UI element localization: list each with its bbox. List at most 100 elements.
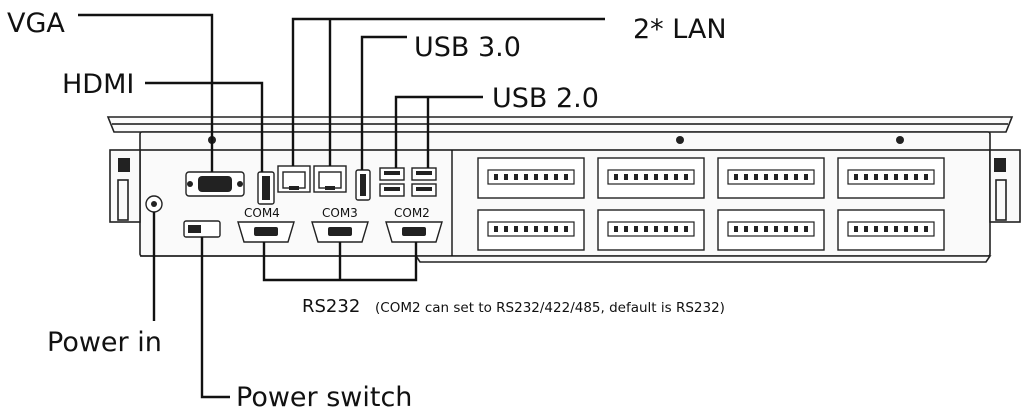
vent-slot bbox=[847, 169, 935, 185]
vent-slot bbox=[727, 221, 815, 237]
hdmi-label: HDMI bbox=[62, 69, 134, 100]
hdmi-port bbox=[257, 171, 275, 205]
lan-port-2 bbox=[313, 165, 347, 193]
vent-fin bbox=[734, 226, 738, 232]
vent-fin bbox=[914, 174, 918, 180]
vent-slot bbox=[487, 221, 575, 237]
vga-port bbox=[185, 171, 245, 197]
vent-fin bbox=[554, 226, 558, 232]
vent-fin bbox=[874, 226, 878, 232]
vent-slot bbox=[727, 169, 815, 185]
vent-fin bbox=[884, 174, 888, 180]
vent-fin bbox=[804, 174, 808, 180]
vent-fin bbox=[794, 226, 798, 232]
vent-fin bbox=[534, 226, 538, 232]
vent-fin bbox=[644, 174, 648, 180]
vent-fin bbox=[804, 226, 808, 232]
lan-label: 2* LAN bbox=[633, 14, 727, 45]
vent-fin bbox=[564, 174, 568, 180]
vent-slot bbox=[607, 221, 695, 237]
vent-fin bbox=[744, 174, 748, 180]
vent-fin bbox=[904, 174, 908, 180]
rs232-label: RS232 bbox=[302, 296, 360, 317]
vent-slot bbox=[847, 221, 935, 237]
vent-fin bbox=[644, 226, 648, 232]
vent-slot bbox=[487, 169, 575, 185]
vent-fin bbox=[774, 174, 778, 180]
vent-cell bbox=[717, 157, 825, 199]
vent-fin bbox=[744, 226, 748, 232]
lan-port-1 bbox=[277, 165, 311, 193]
vent-fin bbox=[924, 226, 928, 232]
usb2-ports bbox=[379, 167, 437, 197]
vent-fin bbox=[854, 174, 858, 180]
vent-fin bbox=[764, 174, 768, 180]
vent-fin bbox=[664, 226, 668, 232]
vent-fin bbox=[654, 174, 658, 180]
vent-cell bbox=[837, 209, 945, 251]
vent-fin bbox=[764, 226, 768, 232]
com2-label: COM2 bbox=[394, 206, 430, 220]
vent-fin bbox=[534, 174, 538, 180]
vent-fin bbox=[554, 174, 558, 180]
vent-fin bbox=[684, 226, 688, 232]
vent-fin bbox=[624, 174, 628, 180]
vent-fin bbox=[754, 226, 758, 232]
vent-fin bbox=[544, 174, 548, 180]
vent-fin bbox=[614, 226, 618, 232]
vent-fin bbox=[864, 226, 868, 232]
power-in-jack bbox=[145, 195, 163, 213]
com2-port bbox=[385, 221, 443, 243]
vent-fin bbox=[864, 174, 868, 180]
power-switch bbox=[183, 220, 221, 238]
vga-label: VGA bbox=[7, 8, 65, 39]
vent-fin bbox=[654, 226, 658, 232]
vent-fin bbox=[904, 226, 908, 232]
vent-fin bbox=[504, 174, 508, 180]
vent-cell bbox=[597, 157, 705, 199]
vent-cell bbox=[477, 157, 585, 199]
com3-label: COM3 bbox=[322, 206, 358, 220]
com4-label: COM4 bbox=[244, 206, 280, 220]
power-in-label: Power in bbox=[47, 327, 162, 358]
vent-fin bbox=[754, 174, 758, 180]
vent-fin bbox=[514, 226, 518, 232]
usb3-label: USB 3.0 bbox=[414, 32, 521, 63]
vent-fin bbox=[774, 226, 778, 232]
vent-fin bbox=[874, 174, 878, 180]
vent-fin bbox=[674, 226, 678, 232]
vent-fin bbox=[634, 226, 638, 232]
vent-fin bbox=[514, 174, 518, 180]
vent-cell bbox=[597, 209, 705, 251]
callout-lines bbox=[78, 13, 605, 399]
power-switch-label: Power switch bbox=[236, 382, 412, 413]
rs232-note: (COM2 can set to RS232/422/485, default … bbox=[375, 300, 725, 316]
com3-port bbox=[311, 221, 369, 243]
vent-fin bbox=[524, 226, 528, 232]
vent-fin bbox=[624, 226, 628, 232]
vent-fin bbox=[504, 226, 508, 232]
vent-fin bbox=[884, 226, 888, 232]
vent-slot bbox=[607, 169, 695, 185]
vent-fin bbox=[614, 174, 618, 180]
vent-fin bbox=[664, 174, 668, 180]
vent-fin bbox=[854, 226, 858, 232]
vent-cell bbox=[717, 209, 825, 251]
vent-fin bbox=[544, 226, 548, 232]
vent-cell bbox=[837, 157, 945, 199]
vent-fin bbox=[924, 174, 928, 180]
vent-fin bbox=[894, 174, 898, 180]
vent-grid bbox=[477, 157, 945, 251]
vent-fin bbox=[564, 226, 568, 232]
vent-fin bbox=[794, 174, 798, 180]
vent-fin bbox=[684, 174, 688, 180]
vent-fin bbox=[674, 174, 678, 180]
vent-fin bbox=[634, 174, 638, 180]
usb2-label: USB 2.0 bbox=[492, 83, 599, 114]
com4-port bbox=[237, 221, 295, 243]
usb3-port bbox=[355, 169, 371, 201]
vent-fin bbox=[894, 226, 898, 232]
vent-fin bbox=[784, 174, 788, 180]
vent-fin bbox=[784, 226, 788, 232]
